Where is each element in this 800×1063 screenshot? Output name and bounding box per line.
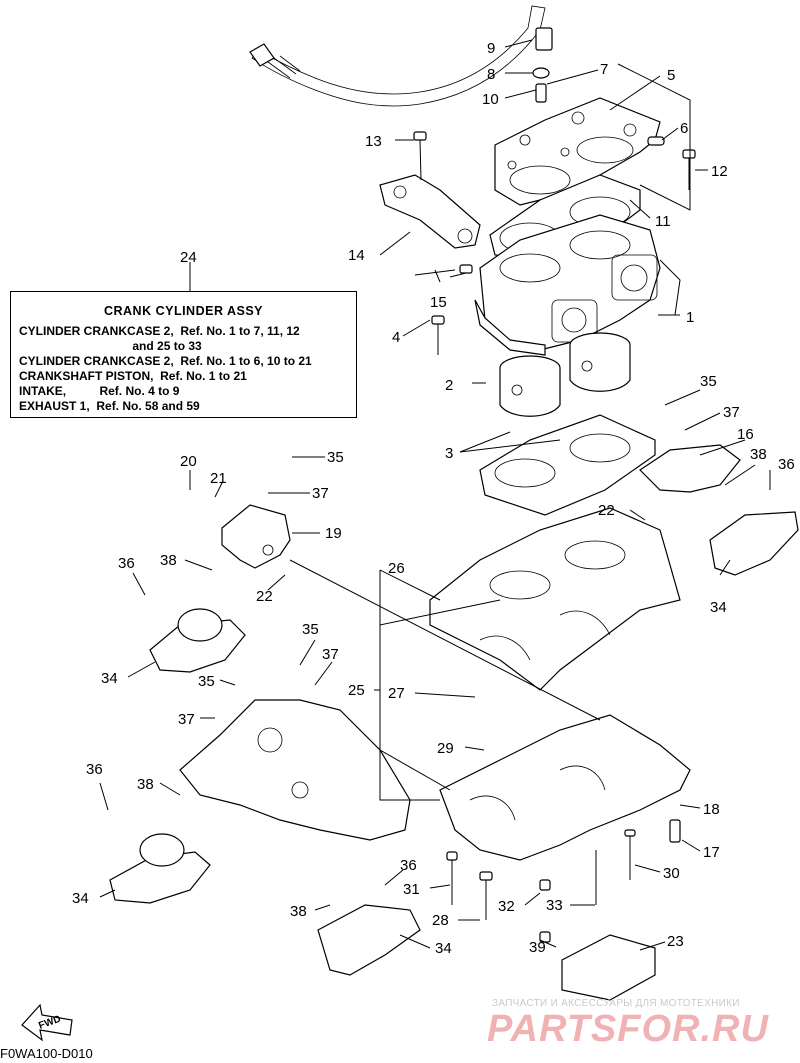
callout-36c: 36 [86,761,103,778]
leader-lines [99,39,771,951]
callout-8: 8 [487,66,495,83]
callout-25: 25 [348,682,365,699]
callout-34c: 34 [72,890,89,907]
callout-34a: 34 [710,599,727,616]
cylinder-block-part [479,214,661,351]
control-unit-part [561,934,656,1001]
info-box-title: CRANK CYLINDER ASSY [103,304,264,318]
watermark-tagline: ЗАПЧАСТИ И АКСЕССУАРЫ ДЛЯ МОТОТЕХНИКИ [492,998,740,1009]
callout-35c: 35 [302,621,319,638]
cylinder-head-part [494,97,661,206]
crankcase-gasket-part [479,414,656,516]
callout-34d: 34 [435,940,452,957]
callout-11: 11 [655,213,671,230]
info-line-5: INTAKE, Ref. No. 4 to 9 [19,384,180,398]
callout-7: 7 [600,61,608,78]
figure-code: F0WA100-D010 [0,1046,93,1061]
callout-21: 21 [210,470,227,487]
callout-39: 39 [529,939,546,956]
info-line-1: CYLINDER CRANKCASE 2, Ref. No. 1 to 7, 1… [19,324,300,338]
callout-1: 1 [686,309,694,326]
callout-38d: 38 [290,903,307,920]
forward-direction-arrow: FWD [21,1003,73,1042]
callout-38b: 38 [160,552,177,569]
info-line-2: and 25 to 33 [19,339,202,353]
bolt-parts [413,131,696,355]
callout-27: 27 [388,685,405,702]
watermark-logo: PARTSFOR.RU [487,1008,769,1050]
callout-13: 13 [365,133,382,150]
drive-housing-part [179,699,411,841]
callout-36d: 36 [400,857,417,874]
callout-22b: 22 [256,588,273,605]
callout-18: 18 [703,801,720,818]
callout-14: 14 [348,247,365,264]
callout-35a: 35 [700,373,717,390]
callout-38c: 38 [137,776,154,793]
engine-mount-parts [109,511,799,976]
lower-bolt-parts [446,819,681,943]
info-line-6: EXHAUST 1, Ref. No. 58 and 59 [19,399,200,413]
callout-35b: 35 [327,449,344,466]
callout-15: 15 [430,294,447,311]
piston-parts [499,332,631,417]
callout-24: 24 [180,249,197,266]
callout-numbers: 1 2 3 4 5 6 7 8 9 10 11 12 13 14 15 16 1… [72,40,795,957]
info-line-3: CYLINDER CRANKCASE 2, Ref. No. 1 to 6, 1… [19,354,312,368]
callout-33: 33 [546,897,563,914]
info-line-4: CRANKSHAFT PISTON, Ref. No. 1 to 21 [19,369,247,383]
callout-10: 10 [482,91,499,108]
upper-crankcase-part [429,507,681,691]
callout-22a: 22 [598,502,615,519]
callout-37b: 37 [312,485,329,502]
callout-30: 30 [663,865,680,882]
callout-35d: 35 [198,673,215,690]
callout-37c: 37 [322,646,339,663]
callout-38a: 38 [750,446,767,463]
callout-37d: 37 [178,711,195,728]
lower-crankcase-part [439,714,691,861]
engine-mount-bracket-part [221,504,291,569]
callout-31: 31 [403,881,420,898]
callout-37a: 37 [723,404,740,421]
water-hose-part [249,5,553,107]
callout-5: 5 [667,67,675,84]
callout-2: 2 [445,377,453,394]
callout-17: 17 [703,844,720,861]
exhaust-manifold-arm-part [379,174,481,249]
alignment-lines [289,559,601,791]
callout-32: 32 [498,898,515,915]
callout-36b: 36 [118,555,135,572]
callout-29: 29 [437,740,454,757]
callout-6: 6 [680,120,688,137]
cylinder-base-gasket-part [474,299,546,356]
callout-26: 26 [388,560,405,577]
callout-9: 9 [487,40,495,57]
callout-20: 20 [180,453,197,470]
callout-34b: 34 [101,670,118,687]
callout-12: 12 [711,163,728,180]
assembly-info-box: CRANK CYLINDER ASSY CYLINDER CRANKCASE 2… [10,291,357,418]
callout-16: 16 [737,426,754,443]
callout-4: 4 [392,329,400,346]
fitting-parts [532,67,550,103]
callout-28: 28 [432,912,449,929]
intake-part [639,444,741,493]
callout-36a: 36 [778,456,795,473]
callout-19: 19 [325,525,342,542]
callout-23: 23 [667,933,684,950]
callout-3: 3 [445,445,453,462]
